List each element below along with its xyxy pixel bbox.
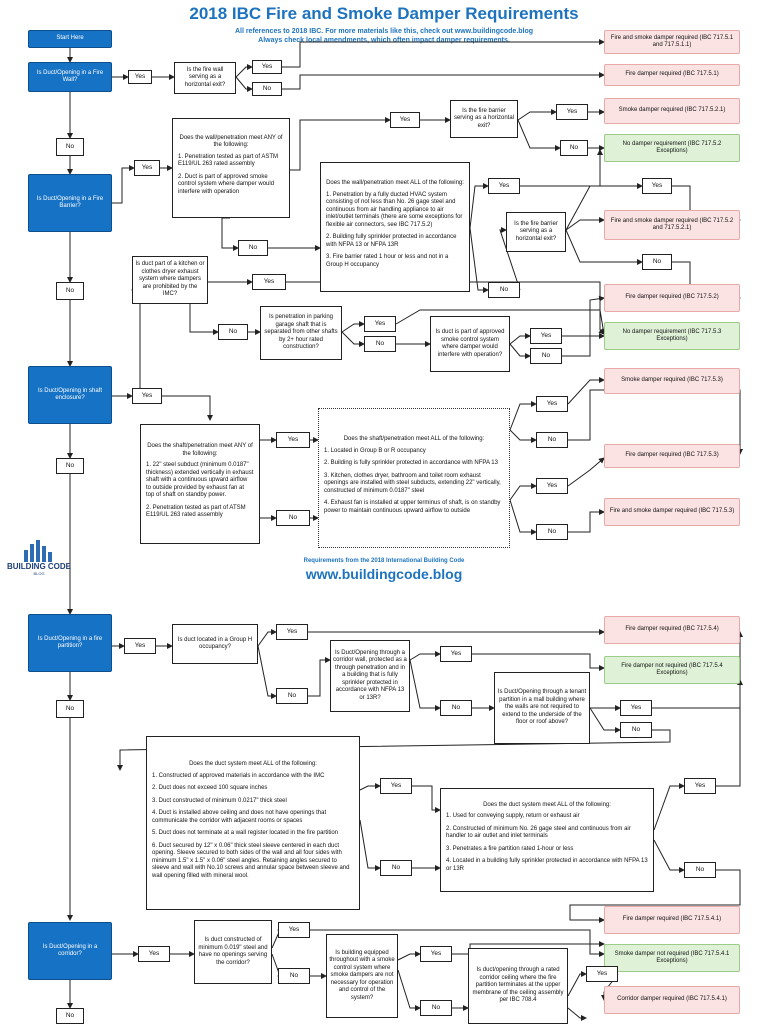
shaft-all-yes-bottom[interactable]: Yes <box>536 478 568 494</box>
result-fire-damper-717-5-4: Fire damper required (IBC 717.5.4) <box>604 616 740 644</box>
shaft-enclosure-question[interactable]: Is Duct/Opening in shaft enclosure? <box>28 366 112 424</box>
corridor-yes[interactable]: Yes <box>138 946 170 962</box>
shaft-all-conditions: Does the shaft/penetration meet ALL of t… <box>318 408 510 548</box>
tenant-yes[interactable]: Yes <box>620 700 652 716</box>
result-fire-damper-717-5-4-1: Fire damper required (IBC 717.5.4.1) <box>604 906 740 934</box>
kitchen-no[interactable]: No <box>218 324 248 340</box>
result-fire-damper-717-5-3: Fire damper required (IBC 717.5.3) <box>604 444 740 468</box>
fb-all-no[interactable]: No <box>488 282 520 298</box>
result-fire-damper-717-5-1: Fire damper required (IBC 717.5.1) <box>604 64 740 86</box>
duct-019-steel-question[interactable]: Is duct constructed of minimum 0.019" st… <box>194 920 272 984</box>
fire-partition-question[interactable]: Is Duct/Opening in a fire partition? <box>28 614 112 672</box>
shaft-yes[interactable]: Yes <box>132 388 162 404</box>
fb-all-yes[interactable]: Yes <box>488 178 520 194</box>
building-code-blog-logo: BUILDING CODE BLOG <box>4 540 74 580</box>
partition-all-no[interactable]: No <box>380 860 412 876</box>
parking-garage-shaft-question[interactable]: Is penetration in parking garage shaft t… <box>260 306 342 360</box>
corridor-wall-yes[interactable]: Yes <box>440 646 472 662</box>
corridor-wall-no[interactable]: No <box>440 700 472 716</box>
corridor-question[interactable]: Is Duct/Opening in a corridor? <box>28 922 112 980</box>
fb-exit-no[interactable]: No <box>560 140 588 156</box>
kitchen-yes[interactable]: Yes <box>252 274 286 290</box>
start-here-node[interactable]: Start Here <box>28 30 112 48</box>
fb-any-yes[interactable]: Yes <box>390 112 420 128</box>
group-h-no[interactable]: No <box>276 688 308 704</box>
partition-yes[interactable]: Yes <box>124 638 156 654</box>
parking-yes[interactable]: Yes <box>364 316 396 332</box>
result-smoke-damper-717-5-3: Smoke damper required (IBC 717.5.3) <box>604 368 740 394</box>
fire-partition-no[interactable]: No <box>56 700 84 718</box>
result-no-damper-717-5-2-exceptions: No damper requirement (IBC 717.5.2 Excep… <box>604 134 740 162</box>
partition-duct-system-all-conditions: Does the duct system meet ALL of the fol… <box>146 736 360 910</box>
page-title: 2018 IBC Fire and Smoke Damper Requireme… <box>189 4 579 23</box>
fire-wall-horizontal-exit-question[interactable]: Is the fire wall serving as a horizontal… <box>174 62 236 94</box>
smoke-sys-no[interactable]: No <box>420 1000 452 1016</box>
smoke-control-system-question[interactable]: Is duct is part of approved smoke contro… <box>430 316 510 372</box>
fire-wall-exit-no[interactable]: No <box>252 82 282 96</box>
fb-horizontal-exit-question[interactable]: Is the fire barrier serving as a horizon… <box>450 100 518 138</box>
smoke-control-no[interactable]: No <box>530 348 562 364</box>
shaft-all-no-top[interactable]: No <box>536 432 568 448</box>
result-corridor-damper-717-5-4-1: Corridor damper required (IBC 717.5.4.1) <box>604 986 740 1014</box>
rated-corridor-ceiling-question[interactable]: Is duct/opening through a rated corridor… <box>468 948 568 1024</box>
shaft-all-no-bottom[interactable]: No <box>536 524 568 540</box>
fire-barrier-question[interactable]: Is Duct/Opening in a Fire Barrier? <box>28 174 112 232</box>
shaft-any-conditions: Does the shaft/penetration meet ANY of t… <box>140 424 260 544</box>
shaft-any-no[interactable]: No <box>276 510 310 526</box>
shaft-any-yes[interactable]: Yes <box>276 432 310 448</box>
fire-barrier-no[interactable]: No <box>56 282 84 300</box>
partition-all-yes[interactable]: Yes <box>380 778 412 794</box>
smoke-control-yes[interactable]: Yes <box>530 328 562 344</box>
fire-wall-question[interactable]: Is Duct/Opening in a Fire Wall? <box>28 62 112 92</box>
subtitle-amendments: Always check local amendments, which oft… <box>258 37 510 44</box>
group-h-occupancy-question[interactable]: Is duct located in a Group H occupancy? <box>172 624 258 664</box>
footer-requirements-note: Requirements from the 2018 International… <box>303 558 465 564</box>
result-fire-smoke-damper-717-5-2: Fire and smoke damper required (IBC 717.… <box>604 210 740 240</box>
rated-ceiling-yes[interactable]: Yes <box>586 966 618 982</box>
shaft-no[interactable]: No <box>56 458 84 474</box>
partition-all2-no[interactable]: No <box>684 862 716 878</box>
result-smoke-damper-not-required: Smoke damper not required (IBC 717.5.4.1… <box>604 944 740 972</box>
building-skyline-icon <box>24 540 54 562</box>
corridor-no[interactable]: No <box>56 1008 84 1024</box>
fb-any-no[interactable]: No <box>238 240 268 256</box>
fire-wall-yes[interactable]: Yes <box>128 70 152 84</box>
steel019-yes[interactable]: Yes <box>278 922 310 938</box>
footer-website-link[interactable]: www.buildingcode.blog <box>305 566 463 582</box>
fb-exit2-yes[interactable]: Yes <box>642 178 672 194</box>
tenant-partition-mall-question[interactable]: Is Duct/Opening through a tenant partiti… <box>494 672 590 744</box>
fb-exit-yes[interactable]: Yes <box>556 104 588 120</box>
steel019-no[interactable]: No <box>278 968 310 984</box>
smoke-sys-yes[interactable]: Yes <box>420 946 452 962</box>
tenant-no[interactable]: No <box>620 722 652 738</box>
partition-duct-system-all-conditions-2: Does the duct system meet ALL of the fol… <box>440 788 654 892</box>
result-no-damper-717-5-3-exceptions: No damper requirement (IBC 717.5.3 Excep… <box>604 322 740 350</box>
fb-exit2-no[interactable]: No <box>642 254 672 270</box>
corridor-wall-penetration-question[interactable]: Is Duct/Opening through a corridor wall,… <box>330 640 410 712</box>
smoke-control-system-building-question[interactable]: Is building equipped throughout with a s… <box>326 934 398 1018</box>
result-fire-smoke-damper-717-5-1: Fire and smoke damper required (IBC 717.… <box>604 30 740 54</box>
subtitle-references: All references to 2018 IBC. For more mat… <box>234 28 534 35</box>
fire-barrier-any-conditions: Does the wall/penetration meet ANY of th… <box>172 118 290 218</box>
result-fire-smoke-damper-717-5-3: Fire and smoke damper required (IBC 717.… <box>604 498 740 526</box>
result-fire-damper-717-5-2: Fire damper required (IBC 717.5.2) <box>604 284 740 312</box>
result-smoke-damper-717-5-2-1: Smoke damper required (IBC 717.5.2.1) <box>604 98 740 124</box>
fb-horizontal-exit-question-2[interactable]: Is the fire barrier serving as a horizon… <box>506 212 566 252</box>
fire-barrier-yes[interactable]: Yes <box>134 160 160 176</box>
result-fire-damper-not-required-717-5-4: Fire damper not required (IBC 717.5.4 Ex… <box>604 656 740 684</box>
shaft-all-yes-top[interactable]: Yes <box>536 396 568 412</box>
fire-wall-exit-yes[interactable]: Yes <box>252 60 282 74</box>
group-h-yes[interactable]: Yes <box>276 624 308 640</box>
parking-no[interactable]: No <box>364 336 396 352</box>
partition-all2-yes[interactable]: Yes <box>684 778 716 794</box>
kitchen-dryer-exhaust-question[interactable]: Is duct part of a kitchen or clothes dry… <box>132 256 208 304</box>
fire-barrier-all-conditions: Does the wall/penetration meet ALL of th… <box>320 162 470 292</box>
fire-wall-no[interactable]: No <box>56 138 84 156</box>
